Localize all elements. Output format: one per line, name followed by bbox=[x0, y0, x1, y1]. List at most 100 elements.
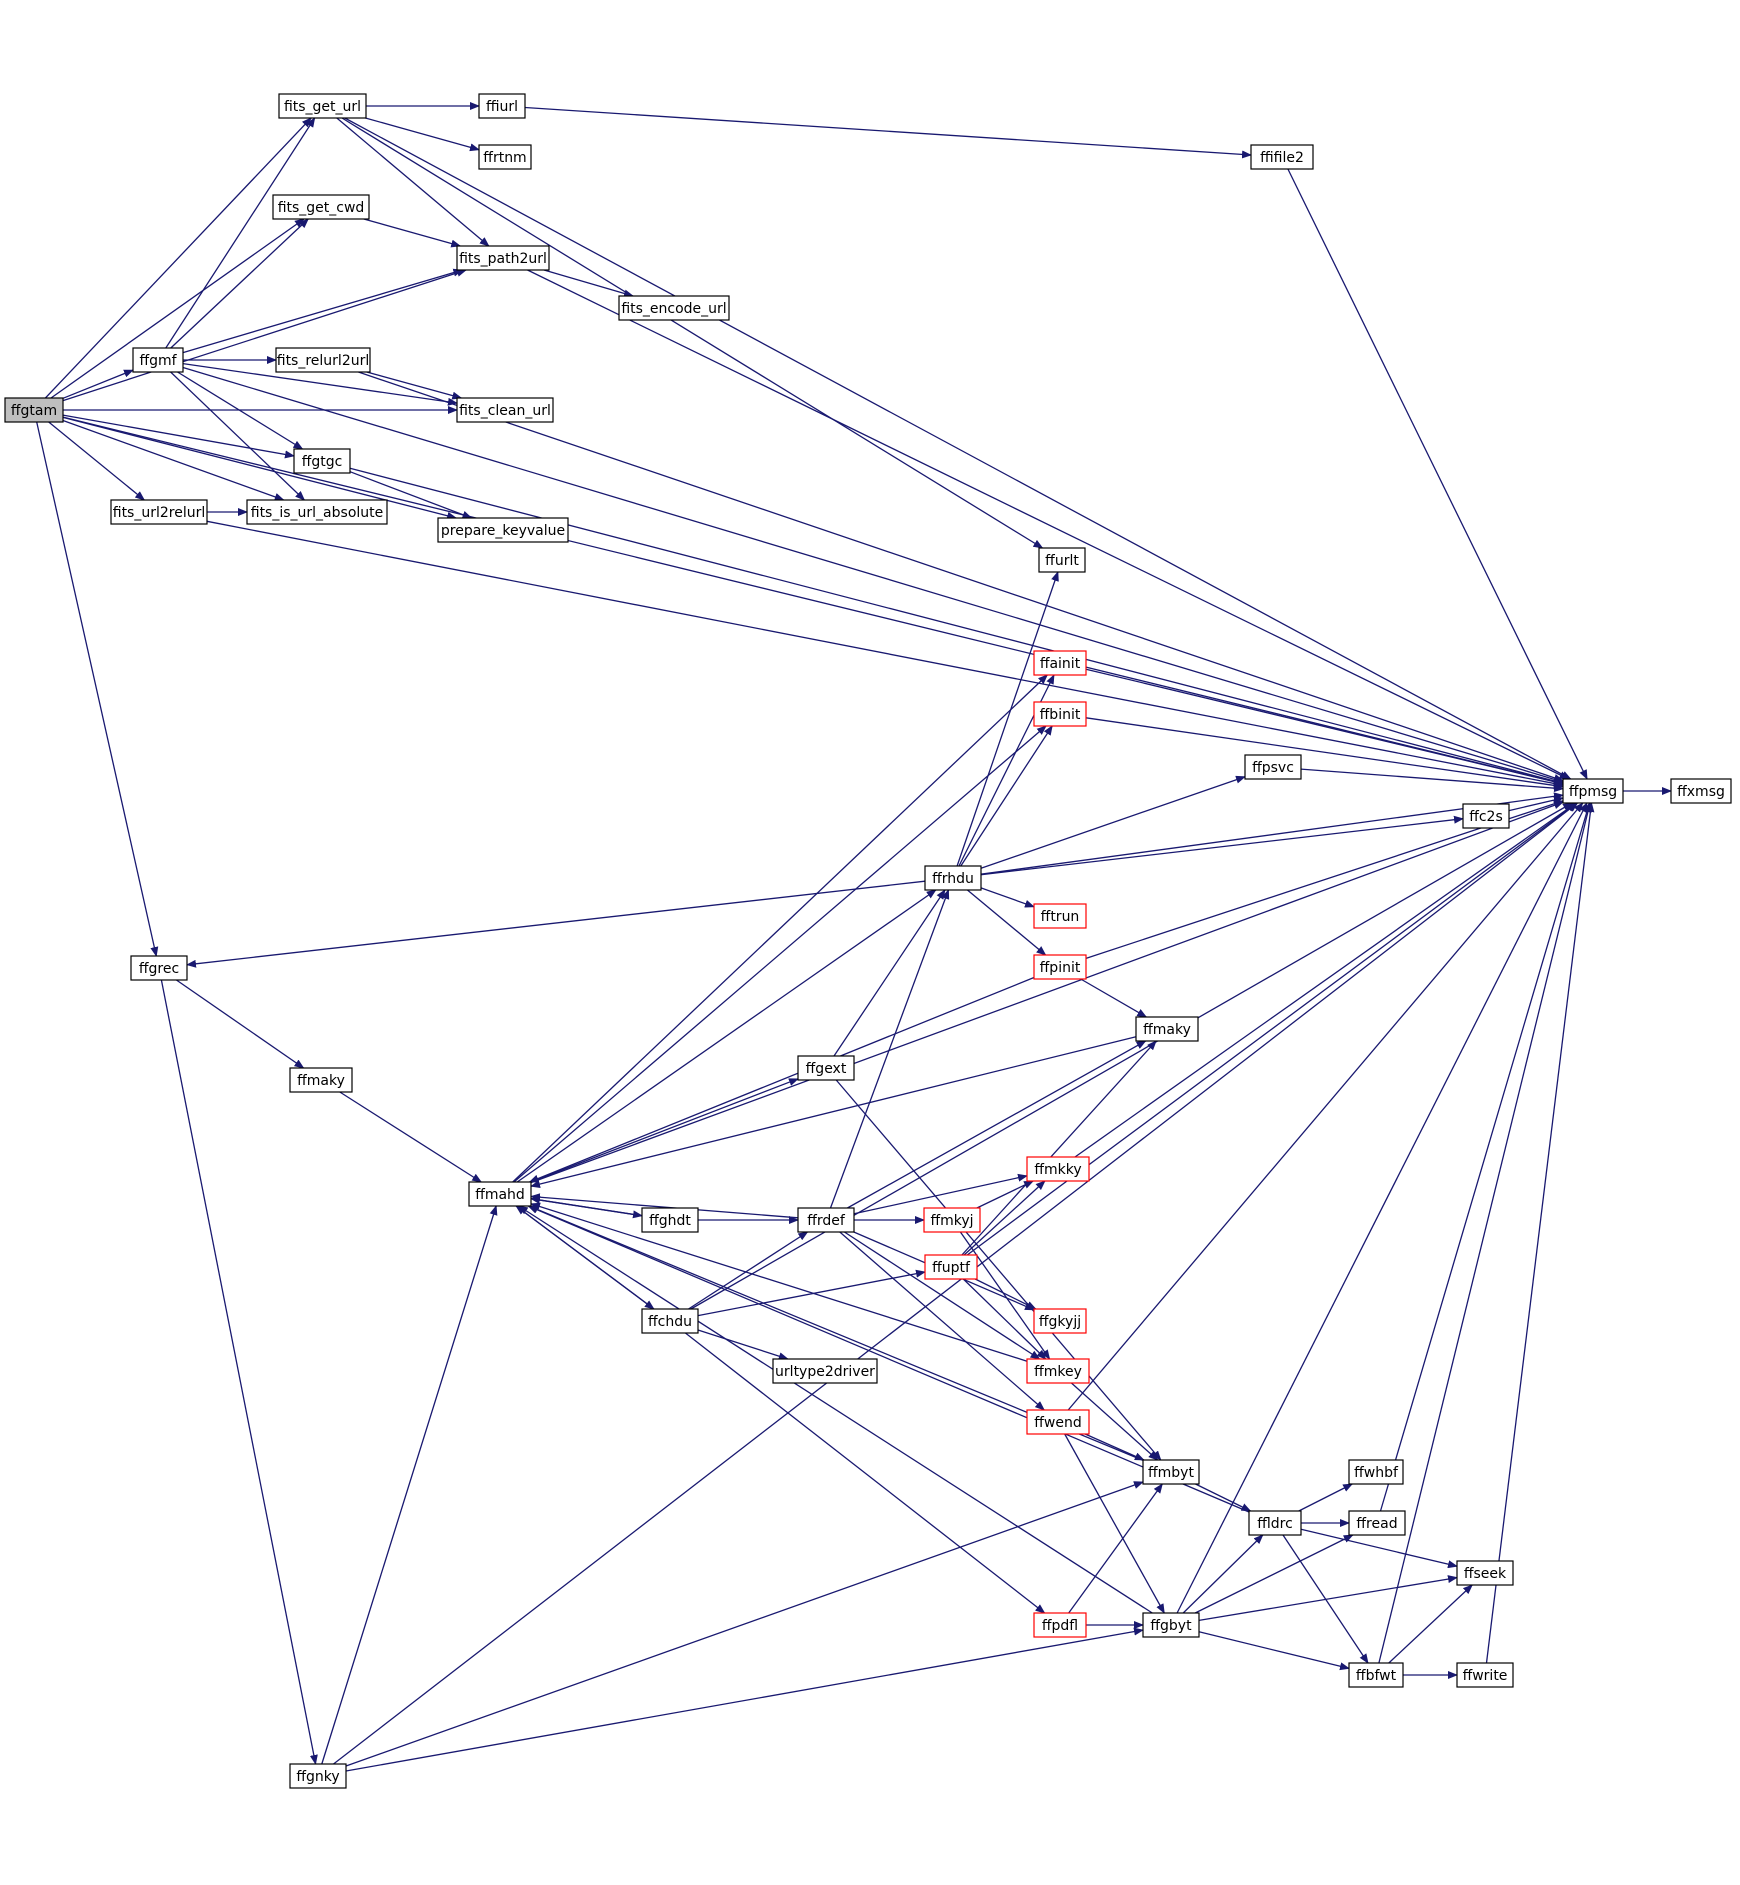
node-ffuptf[interactable]: ffuptf bbox=[924, 1254, 978, 1280]
node-box bbox=[1244, 754, 1302, 780]
node-ffainit[interactable]: ffainit bbox=[1033, 650, 1087, 676]
node-ffwend[interactable]: ffwend bbox=[1026, 1409, 1090, 1435]
node-box bbox=[4, 397, 64, 423]
node-label: ffuptf bbox=[932, 1260, 971, 1276]
edge-ffmahd-to-ffgext bbox=[530, 1078, 799, 1183]
node-ffrhdu[interactable]: ffrhdu bbox=[924, 865, 982, 891]
node-ffurlt[interactable]: ffurlt bbox=[1038, 547, 1086, 573]
node-urltype2driver[interactable]: urltype2driver bbox=[772, 1358, 878, 1384]
edge-ffbinit-to-ffpmsg bbox=[1085, 717, 1564, 790]
node-ffmaky-a[interactable]: ffmaky bbox=[289, 1067, 353, 1093]
node-label: ffread bbox=[1356, 1516, 1397, 1532]
node-box bbox=[289, 1067, 353, 1093]
node-ffifile2[interactable]: ffifile2 bbox=[1250, 144, 1314, 170]
edge-ffgtam-to-prepare-keyvalue bbox=[62, 416, 458, 520]
edge-ffgbyt-to-ffldrc bbox=[1182, 1534, 1264, 1614]
node-fits-clean-url[interactable]: fits_clean_url bbox=[456, 397, 554, 423]
node-fftrun[interactable]: fftrun bbox=[1033, 903, 1087, 929]
node-label: ffseek bbox=[1464, 1566, 1507, 1582]
node-box bbox=[1033, 1308, 1087, 1334]
node-ffrtnm[interactable]: ffrtnm bbox=[478, 144, 532, 170]
node-ffrdef[interactable]: ffrdef bbox=[797, 1207, 855, 1233]
edge-ffrhdu-to-ffpinit bbox=[966, 889, 1047, 956]
node-ffmbyt[interactable]: ffmbyt bbox=[1142, 1459, 1200, 1485]
node-label: fits_encode_url bbox=[621, 301, 726, 317]
node-box bbox=[275, 347, 371, 373]
node-ffmahd[interactable]: ffmahd bbox=[468, 1181, 532, 1207]
node-fits-relurl2url[interactable]: fits_relurl2url bbox=[275, 347, 371, 373]
node-fits-get-url[interactable]: fits_get_url bbox=[278, 93, 367, 119]
node-ffgbyt[interactable]: ffgbyt bbox=[1142, 1612, 1200, 1638]
node-label: ffgmf bbox=[139, 353, 177, 369]
node-ffldrc[interactable]: ffldrc bbox=[1248, 1510, 1302, 1536]
edge-ffpsvc-to-ffpmsg bbox=[1300, 768, 1564, 793]
node-ffwrite[interactable]: ffwrite bbox=[1456, 1662, 1514, 1688]
node-fits-get-cwd[interactable]: fits_get_cwd bbox=[272, 194, 370, 220]
node-fits-url2relurl[interactable]: fits_url2relurl bbox=[110, 499, 208, 525]
node-label: ffmkey bbox=[1034, 1364, 1082, 1380]
node-ffmkey[interactable]: ffmkey bbox=[1026, 1358, 1090, 1384]
node-ffpinit[interactable]: ffpinit bbox=[1033, 954, 1087, 980]
node-box bbox=[289, 1763, 347, 1789]
edge-ffuptf-to-ffgkyjj bbox=[974, 1278, 1037, 1310]
node-prepare-keyvalue[interactable]: prepare_keyvalue bbox=[437, 517, 569, 543]
edge-ffchdu-to-urltype2driver bbox=[697, 1329, 789, 1361]
node-box bbox=[293, 448, 351, 474]
node-ffbfwt[interactable]: ffbfwt bbox=[1348, 1662, 1404, 1688]
node-ffpmsg[interactable]: ffpmsg bbox=[1562, 778, 1624, 804]
node-ffgkyjj[interactable]: ffgkyjj bbox=[1033, 1308, 1087, 1334]
node-ffgext[interactable]: ffgext bbox=[797, 1055, 855, 1081]
node-ffgtgc[interactable]: ffgtgc bbox=[293, 448, 351, 474]
node-fits-path2url[interactable]: fits_path2url bbox=[456, 245, 550, 271]
node-label: ffgkyjj bbox=[1039, 1314, 1081, 1330]
node-ffread[interactable]: ffread bbox=[1348, 1510, 1406, 1536]
node-label: ffwhbf bbox=[1354, 1465, 1399, 1481]
edge-ffiurl-to-ffifile2 bbox=[524, 106, 1252, 159]
node-box bbox=[456, 245, 550, 271]
node-box bbox=[1562, 778, 1624, 804]
node-ffwhbf[interactable]: ffwhbf bbox=[1348, 1459, 1404, 1485]
node-ffc2s[interactable]: ffc2s bbox=[1462, 803, 1510, 829]
node-label: ffwrite bbox=[1463, 1668, 1508, 1684]
node-ffxmsg[interactable]: ffxmsg bbox=[1670, 778, 1732, 804]
node-ffseek[interactable]: ffseek bbox=[1456, 1560, 1514, 1586]
edge-ffmahd-to-ffbinit bbox=[513, 725, 1047, 1183]
edge-ffgtam-to-fits-path2url bbox=[62, 268, 467, 402]
node-label: fits_get_url bbox=[284, 99, 361, 115]
edge-ffgnky-to-ffmahd bbox=[321, 1205, 498, 1765]
node-fits-encode-url[interactable]: fits_encode_url bbox=[618, 295, 730, 321]
edge-ffgbyt-to-ffmahd bbox=[517, 1205, 1153, 1614]
node-ffpsvc[interactable]: ffpsvc bbox=[1244, 754, 1302, 780]
edge-ffgmf-to-fits-get-url bbox=[165, 117, 316, 349]
node-ffmaky-b[interactable]: ffmaky bbox=[1135, 1016, 1199, 1042]
node-ffgnky[interactable]: ffgnky bbox=[289, 1763, 347, 1789]
node-box bbox=[923, 1207, 981, 1233]
edge-ffgtam-to-ffgtgc bbox=[62, 414, 295, 459]
node-box bbox=[1462, 803, 1510, 829]
edge-ffmahd-to-ffainit bbox=[512, 674, 1049, 1183]
node-ffchdu[interactable]: ffchdu bbox=[641, 1308, 699, 1334]
node-ffgtam[interactable]: ffgtam bbox=[4, 397, 64, 423]
node-ffbinit[interactable]: ffbinit bbox=[1033, 701, 1087, 727]
edge-ffbfwt-to-ffseek bbox=[1388, 1584, 1473, 1664]
node-ffiurl[interactable]: ffiurl bbox=[478, 93, 526, 119]
node-ffgmf[interactable]: ffgmf bbox=[132, 347, 184, 373]
node-label: ffgrec bbox=[139, 961, 179, 977]
node-ffgrec[interactable]: ffgrec bbox=[130, 955, 188, 981]
node-label: ffxmsg bbox=[1677, 784, 1725, 800]
node-box bbox=[772, 1358, 878, 1384]
node-ffghdt[interactable]: ffghdt bbox=[641, 1207, 699, 1233]
edge-ffmkyj-to-ffmkey bbox=[959, 1231, 1051, 1360]
node-label: ffgtam bbox=[11, 403, 57, 419]
node-ffpdfl[interactable]: ffpdfl bbox=[1033, 1612, 1087, 1638]
node-fits-is-url-absolute[interactable]: fits_is_url_absolute bbox=[246, 499, 388, 525]
node-ffmkyj[interactable]: ffmkyj bbox=[923, 1207, 981, 1233]
edge-ffwrite-to-ffpmsg bbox=[1485, 802, 1595, 1664]
node-box bbox=[456, 397, 554, 423]
edge-ffrhdu-to-ffbinit bbox=[960, 725, 1053, 867]
node-label: ffgext bbox=[806, 1061, 847, 1077]
node-label: ffghdt bbox=[649, 1213, 691, 1229]
node-ffmkky[interactable]: ffmkky bbox=[1026, 1156, 1090, 1182]
edge-ffgtam-to-fits-is-url-absolute bbox=[62, 419, 285, 501]
